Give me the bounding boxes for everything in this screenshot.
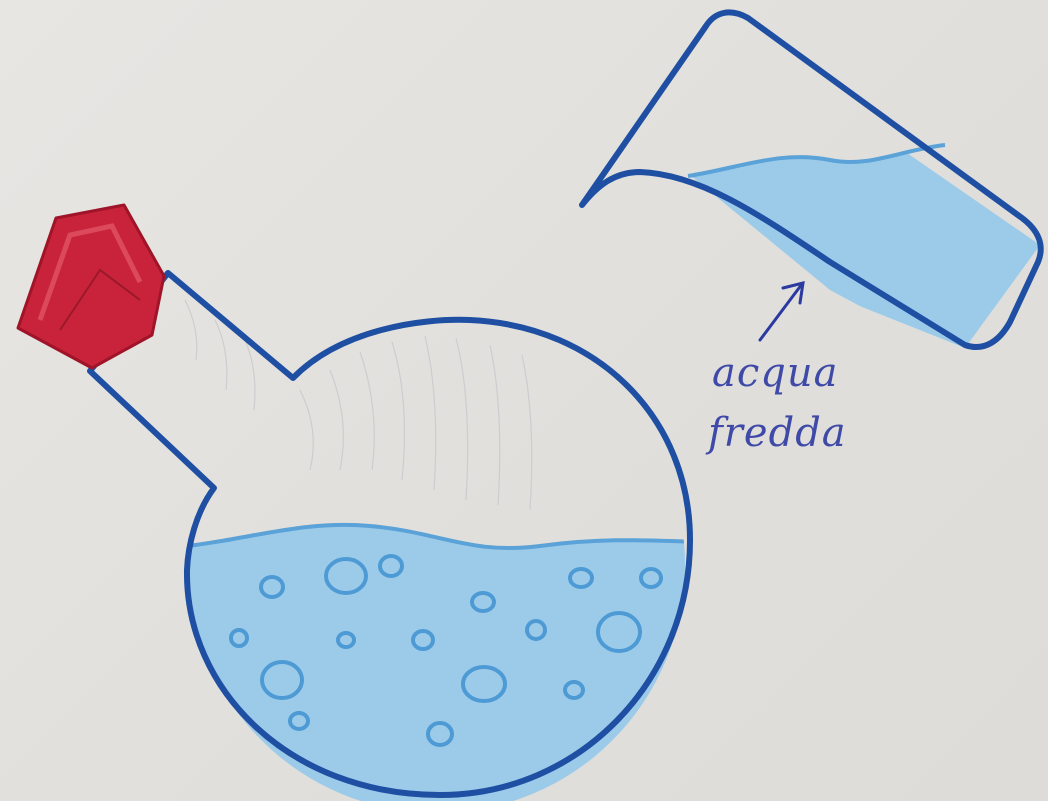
pointer-arrow <box>760 283 803 340</box>
tilted-beaker <box>582 12 1045 360</box>
arrow-shaft <box>760 284 802 340</box>
flask-water <box>170 525 700 801</box>
round-bottom-flask <box>18 205 700 801</box>
annotation-label-line2: fredda <box>708 410 847 456</box>
beaker-water <box>690 145 1045 360</box>
annotation-label-line1: acqua <box>712 350 838 396</box>
